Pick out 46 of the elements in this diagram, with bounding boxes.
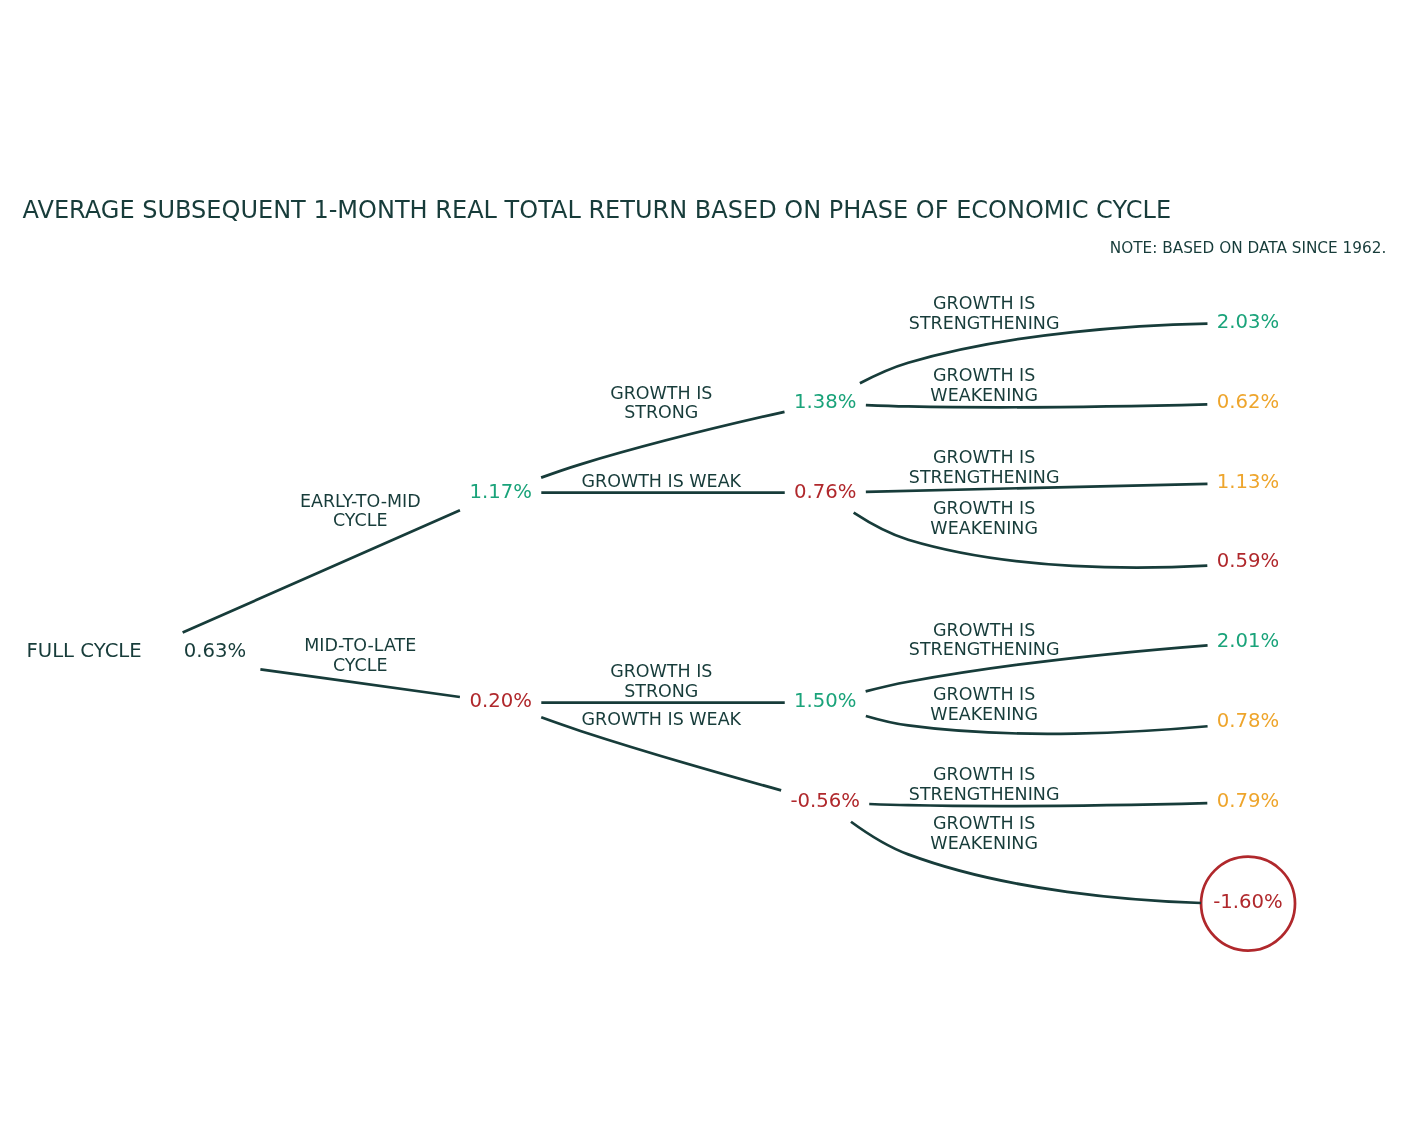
edge-label: GROWTH IS STRONG <box>609 382 712 422</box>
connector <box>540 490 785 494</box>
edge-label: GROWTH IS WEAKENING <box>929 812 1038 853</box>
node-text: 2.01% <box>1216 628 1279 652</box>
edge-label: GROWTH IS WEAK <box>581 470 741 491</box>
connector <box>540 715 782 792</box>
node-text: 1.38% <box>793 389 856 413</box>
edge-label: MID-TO-LATE CYCLE <box>303 634 416 675</box>
connector <box>868 801 1207 807</box>
node-text: 1.50% <box>793 688 856 712</box>
connector <box>852 510 1207 569</box>
node-text: 2.03% <box>1216 309 1279 333</box>
node-circle: -1.60% <box>1199 854 1296 952</box>
node-text: 0.62% <box>1216 389 1279 413</box>
node-text: 0.20% <box>468 688 532 712</box>
connector <box>849 820 1201 904</box>
edge-label: GROWTH IS WEAK <box>581 708 741 729</box>
connector <box>865 402 1207 409</box>
node-label: FULL CYCLE <box>25 638 142 662</box>
node-text: 0.63% <box>183 638 246 662</box>
node-text: 0.79% <box>1216 788 1279 812</box>
connector <box>865 481 1207 493</box>
connector <box>540 409 785 479</box>
connector <box>858 321 1207 384</box>
connector <box>540 700 785 704</box>
connector <box>864 643 1208 693</box>
edge-label: GROWTH IS STRENGTHENING <box>908 619 1059 659</box>
node-text: 1.17% <box>468 479 532 503</box>
node-text: 0.76% <box>793 479 856 503</box>
label: NOTE: BASED ON DATA SINCE 1962. <box>1109 238 1386 257</box>
node-text: -0.56% <box>789 788 860 812</box>
node-text: 0.59% <box>1216 548 1279 572</box>
edge-label: GROWTH IS WEAKENING <box>929 497 1038 538</box>
edge-label: GROWTH IS STRENGTHENING <box>908 446 1059 487</box>
connector <box>181 508 460 634</box>
node-text: 0.78% <box>1216 708 1279 732</box>
edge-label: GROWTH IS WEAKENING <box>929 683 1038 724</box>
node-text: 1.13% <box>1216 469 1279 493</box>
connector <box>259 667 460 698</box>
connector <box>864 714 1208 735</box>
edge-label: EARLY-TO-MID CYCLE <box>299 490 421 530</box>
edge-label: GROWTH IS WEAKENING <box>929 364 1038 405</box>
edge-label: GROWTH IS STRENGTHENING <box>908 763 1059 804</box>
edge-label: GROWTH IS STRONG <box>609 660 712 701</box>
edge-label: GROWTH IS STRENGTHENING <box>908 292 1059 333</box>
diagram-title: AVERAGE SUBSEQUENT 1-MONTH REAL TOTAL RETURN BASED ON PHASE OF ECONOMIC CYCLE <box>22 195 1171 224</box>
